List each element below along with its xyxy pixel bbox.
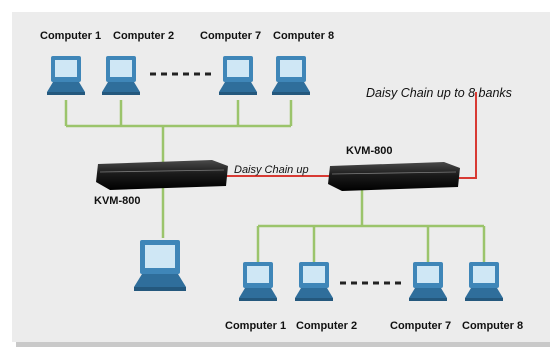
top-computer-2-label: Computer 2 (113, 30, 175, 42)
bottom-computer-2-label: Computer 2 (296, 320, 358, 332)
monitor-icon-bottom-8 (465, 262, 503, 301)
top-computer-bus (64, 100, 293, 238)
bottom-computer-1-label: Computer 1 (225, 320, 287, 332)
monitor-icon-bottom-2 (295, 262, 333, 301)
daisy-chain-links (222, 92, 477, 179)
top-computer-8-label: Computer 8 (273, 30, 335, 42)
kvm-right-label: KVM-800 (346, 145, 393, 157)
daisy-chain-link-label: Daisy Chain up (234, 164, 309, 176)
monitor-icon-bottom-7 (409, 262, 447, 301)
monitor-icon-top-8 (272, 56, 310, 95)
kvm-left-label: KVM-800 (94, 195, 141, 207)
console-monitor-icon (134, 240, 186, 291)
daisy-chain-callout: Daisy Chain up to 8 banks (366, 86, 512, 100)
monitor-icon-top-1 (47, 56, 85, 95)
monitor-icon-top-7 (219, 56, 257, 95)
bottom-computer-bus (256, 188, 486, 264)
top-computer-1-label: Computer 1 (40, 30, 102, 42)
top-computer-7-label: Computer 7 (200, 30, 262, 42)
bottom-computer-7-label: Computer 7 (390, 320, 452, 332)
kvm-switch-right-icon (328, 162, 460, 191)
monitor-icon-top-2 (102, 56, 140, 95)
kvm-switch-left-icon (96, 160, 228, 190)
bottom-computer-8-label: Computer 8 (462, 320, 524, 332)
monitor-icon-bottom-1 (239, 262, 277, 301)
